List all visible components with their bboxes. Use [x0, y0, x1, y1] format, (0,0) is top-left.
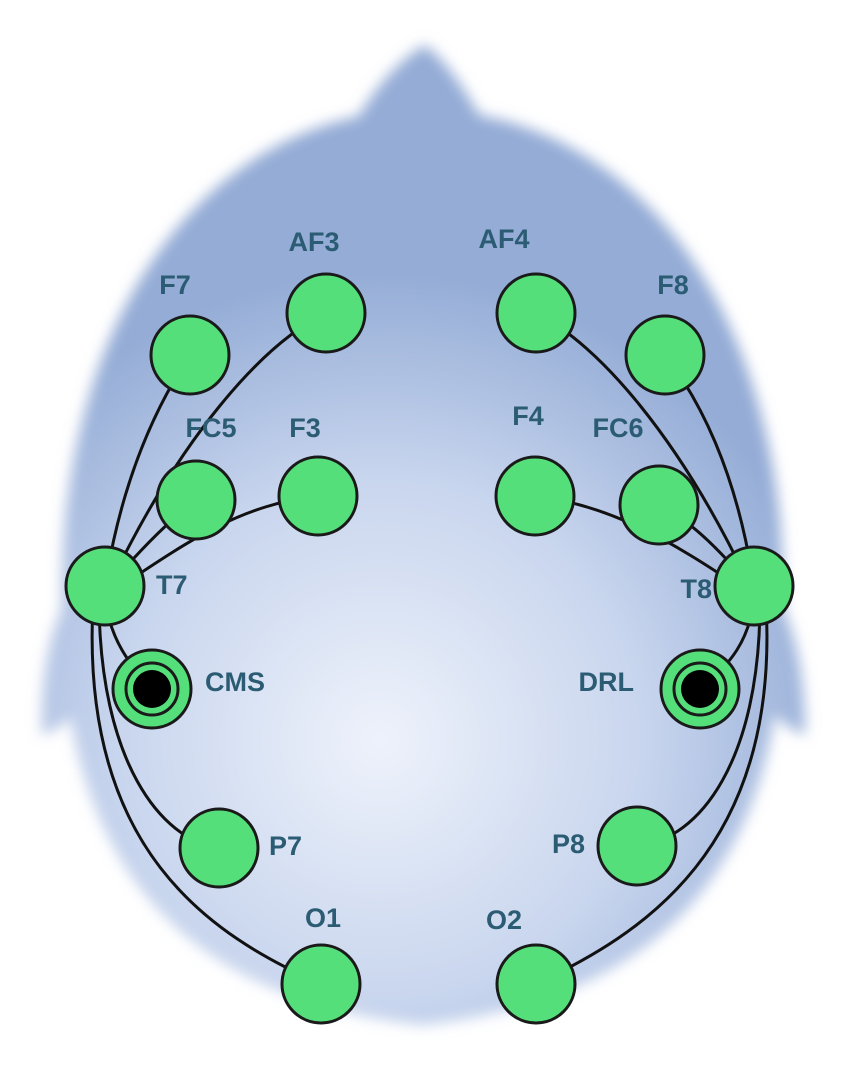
electrode-icon — [64, 545, 146, 627]
electrode-icon — [596, 805, 678, 887]
electrode-label-f4: F4 — [512, 401, 544, 431]
electrode-o2 — [495, 943, 577, 1025]
electrode-icon — [178, 807, 260, 889]
electrode-icon — [495, 272, 577, 354]
electrode-drl — [659, 648, 741, 730]
electrode-icon — [277, 455, 359, 537]
electrode-layer — [64, 272, 795, 1025]
skull-shape — [61, 110, 784, 1025]
electrode-f7 — [149, 314, 231, 396]
electrode-f8 — [624, 314, 706, 396]
electrode-label-drl: DRL — [579, 667, 635, 697]
reference-core-icon — [681, 670, 719, 708]
electrode-label-cms: CMS — [205, 667, 265, 697]
electrode-icon — [624, 314, 706, 396]
electrode-icon — [494, 455, 576, 537]
reference-ring-icon — [124, 661, 180, 717]
electrode-label-fc5: FC5 — [185, 413, 236, 443]
electrode-t8 — [713, 545, 795, 627]
wire-t8-o2 — [535, 603, 769, 986]
electrode-cms — [111, 648, 193, 730]
electrode-p8 — [596, 805, 678, 887]
electrode-icon — [713, 545, 795, 627]
electrode-label-o2: O2 — [486, 905, 522, 935]
electrode-label-f7: F7 — [159, 270, 191, 300]
electrode-icon — [280, 943, 362, 1025]
electrode-label-t7: T7 — [156, 570, 188, 600]
electrode-fc6 — [618, 464, 700, 546]
electrode-label-f3: F3 — [289, 413, 321, 443]
wire-t7-o1 — [90, 603, 322, 986]
electrode-af4 — [495, 272, 577, 354]
electrode-af3 — [285, 272, 367, 354]
electrode-icon — [495, 943, 577, 1025]
electrode-label-f8: F8 — [657, 270, 689, 300]
electrode-fc5 — [155, 459, 237, 541]
reference-core-icon — [133, 670, 171, 708]
electrode-label-o1: O1 — [305, 903, 341, 933]
electrode-label-af4: AF4 — [478, 224, 529, 254]
electrode-label-t8: T8 — [680, 574, 712, 604]
reference-ring-icon — [672, 661, 728, 717]
electrode-label-p7: P7 — [269, 831, 302, 861]
electrode-f3 — [277, 455, 359, 537]
electrode-label-fc6: FC6 — [592, 413, 643, 443]
electrode-icon — [149, 314, 231, 396]
electrode-icon — [618, 464, 700, 546]
electrode-icon — [285, 272, 367, 354]
electrode-f4 — [494, 455, 576, 537]
electrode-label-af3: AF3 — [288, 227, 339, 257]
electrode-label-p8: P8 — [552, 829, 585, 859]
electrode-icon — [155, 459, 237, 541]
head-silhouette — [41, 45, 805, 1025]
electrode-o1 — [280, 943, 362, 1025]
electrode-t7 — [64, 545, 146, 627]
electrode-p7 — [178, 807, 260, 889]
